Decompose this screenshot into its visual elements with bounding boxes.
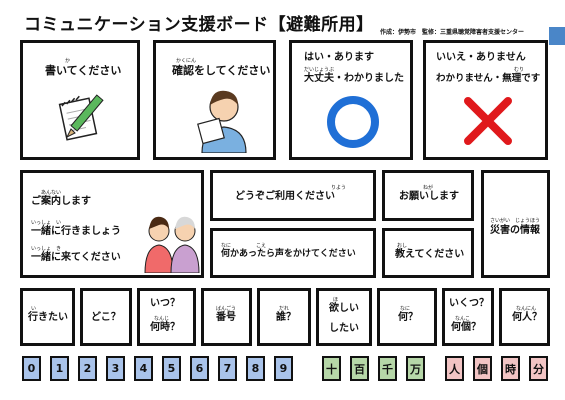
card-no[interactable]: いいえ・ありません むり わかりません・無理です <box>423 40 548 160</box>
card-guide-ruby1: あんない <box>41 190 62 196</box>
guide-people-icon <box>144 216 200 273</box>
card-request-ruby: ねが <box>423 185 434 191</box>
question-label: 行きたい <box>28 312 68 323</box>
question-ruby: ほ <box>333 297 339 303</box>
question-what[interactable]: なに 何？ <box>377 288 437 346</box>
question-ruby: なんこ <box>455 316 471 322</box>
card-write-ruby: か <box>65 58 71 64</box>
question-ruby: なんにん <box>516 306 537 312</box>
number-key[interactable]: 7 <box>218 356 237 381</box>
unit-key[interactable]: 千 <box>378 356 397 381</box>
unit-key[interactable]: 十 <box>322 356 341 381</box>
number-key[interactable]: 2 <box>78 356 97 381</box>
question-label-2: 何時？ <box>150 322 180 333</box>
card-request[interactable]: ねが お願いします <box>382 170 474 221</box>
question-how-many[interactable]: いくつ？ なんこ 何個？ <box>442 288 494 346</box>
card-yes-line2: 大丈夫・わかりました <box>304 73 404 84</box>
card-guide[interactable]: あんない ご案内します いっしょ い 一緒に行きましょう いっしょ き 一緒に来… <box>20 170 204 278</box>
number-key[interactable]: 6 <box>190 356 209 381</box>
card-call-label: 何かあったら声をかけてください <box>221 249 356 259</box>
question-ruby: ばんごう <box>216 306 237 312</box>
card-use-ruby: りよう <box>331 185 347 191</box>
cross-no-icon <box>464 97 512 145</box>
question-how-many-people[interactable]: なんにん 何人？ <box>499 288 550 346</box>
card-confirm-ruby: かくにん <box>176 58 197 64</box>
card-guide-line1: ご案内します <box>31 196 91 207</box>
card-no-ruby: むり <box>514 67 525 73</box>
notepad-pen-icon <box>58 94 104 141</box>
question-label: どこ？ <box>91 312 121 323</box>
question-label: 欲しい <box>329 303 359 314</box>
question-where[interactable]: どこ？ <box>80 288 132 346</box>
card-yes-line1: はい・あります <box>304 52 374 63</box>
card-guide-ruby3: いっしょ き <box>31 246 62 252</box>
counter-key[interactable]: 人 <box>445 356 464 381</box>
question-label: 番号 <box>216 312 236 323</box>
card-confirm[interactable]: かくにん 確認をしてください <box>153 40 276 160</box>
card-teach[interactable]: おし 教えてください <box>382 228 474 278</box>
card-use[interactable]: りよう どうぞご利用ください <box>210 170 376 221</box>
question-label-2: 何個？ <box>451 322 481 333</box>
question-label-2: したい <box>329 323 359 334</box>
question-label: 誰？ <box>276 312 296 323</box>
card-no-line2: わかりません・無理です <box>436 73 541 84</box>
number-key[interactable]: 3 <box>106 356 125 381</box>
number-key[interactable]: 8 <box>246 356 265 381</box>
card-guide-line2: 一緒に行きましょう <box>31 226 121 237</box>
question-want-to-go[interactable]: い 行きたい <box>20 288 75 346</box>
question-label: いくつ？ <box>449 298 489 309</box>
number-key[interactable]: 9 <box>274 356 293 381</box>
circle-ok-icon <box>327 96 379 148</box>
number-key[interactable]: 1 <box>50 356 69 381</box>
counter-key[interactable]: 時 <box>501 356 520 381</box>
corner-tab <box>549 27 565 45</box>
card-teach-label: 教えてください <box>395 249 465 260</box>
question-label: いつ？ <box>150 298 180 309</box>
counter-key[interactable]: 分 <box>529 356 548 381</box>
card-disaster-ruby: さいがい じょうほう <box>490 218 541 224</box>
page-title: コミュニケーション支援ボード【避難所用】 <box>24 15 374 35</box>
question-ruby: なに <box>400 306 411 312</box>
card-call-ruby: なに こえ <box>221 243 267 249</box>
card-disaster[interactable]: さいがい じょうほう 災害の情報 <box>481 170 550 278</box>
counter-key[interactable]: 個 <box>473 356 492 381</box>
question-want[interactable]: ほ 欲しい したい <box>316 288 372 346</box>
card-guide-line3: 一緒に来てください <box>31 252 121 263</box>
card-request-label: お願いします <box>399 191 459 202</box>
card-no-line1: いいえ・ありません <box>436 52 526 63</box>
question-ruby: だれ <box>279 306 290 312</box>
question-label: 何？ <box>398 312 418 323</box>
card-disaster-label: 災害の情報 <box>490 225 540 236</box>
unit-key[interactable]: 万 <box>406 356 425 381</box>
credit-line: 作成：伊勢市 監修：三重県聴覚障害者支援センター <box>380 29 525 36</box>
card-yes[interactable]: はい・あります だいじょうぶ 大丈夫・わかりました <box>289 40 413 160</box>
question-who[interactable]: だれ 誰？ <box>257 288 311 346</box>
number-key[interactable]: 5 <box>162 356 181 381</box>
card-write-label: 書いてください <box>45 64 122 77</box>
number-key[interactable]: 4 <box>134 356 153 381</box>
card-write[interactable]: か 書いてください <box>20 40 140 160</box>
question-when[interactable]: いつ？ なんじ 何時？ <box>137 288 196 346</box>
unit-key[interactable]: 百 <box>350 356 369 381</box>
question-ruby: い <box>31 306 37 312</box>
card-guide-ruby2: いっしょ い <box>31 220 62 226</box>
person-reading-icon <box>197 90 247 153</box>
number-key[interactable]: 0 <box>22 356 41 381</box>
question-ruby: なんじ <box>154 316 170 322</box>
card-use-label: どうぞご利用ください <box>235 191 335 202</box>
card-call[interactable]: なに こえ 何かあったら声をかけてください <box>210 228 376 278</box>
question-label: 何人？ <box>512 312 542 323</box>
card-confirm-label: 確認をしてください <box>172 64 271 77</box>
card-yes-ruby: だいじょうぶ <box>304 67 335 73</box>
question-number[interactable]: ばんごう 番号 <box>201 288 252 346</box>
card-teach-ruby: おし <box>397 243 408 249</box>
